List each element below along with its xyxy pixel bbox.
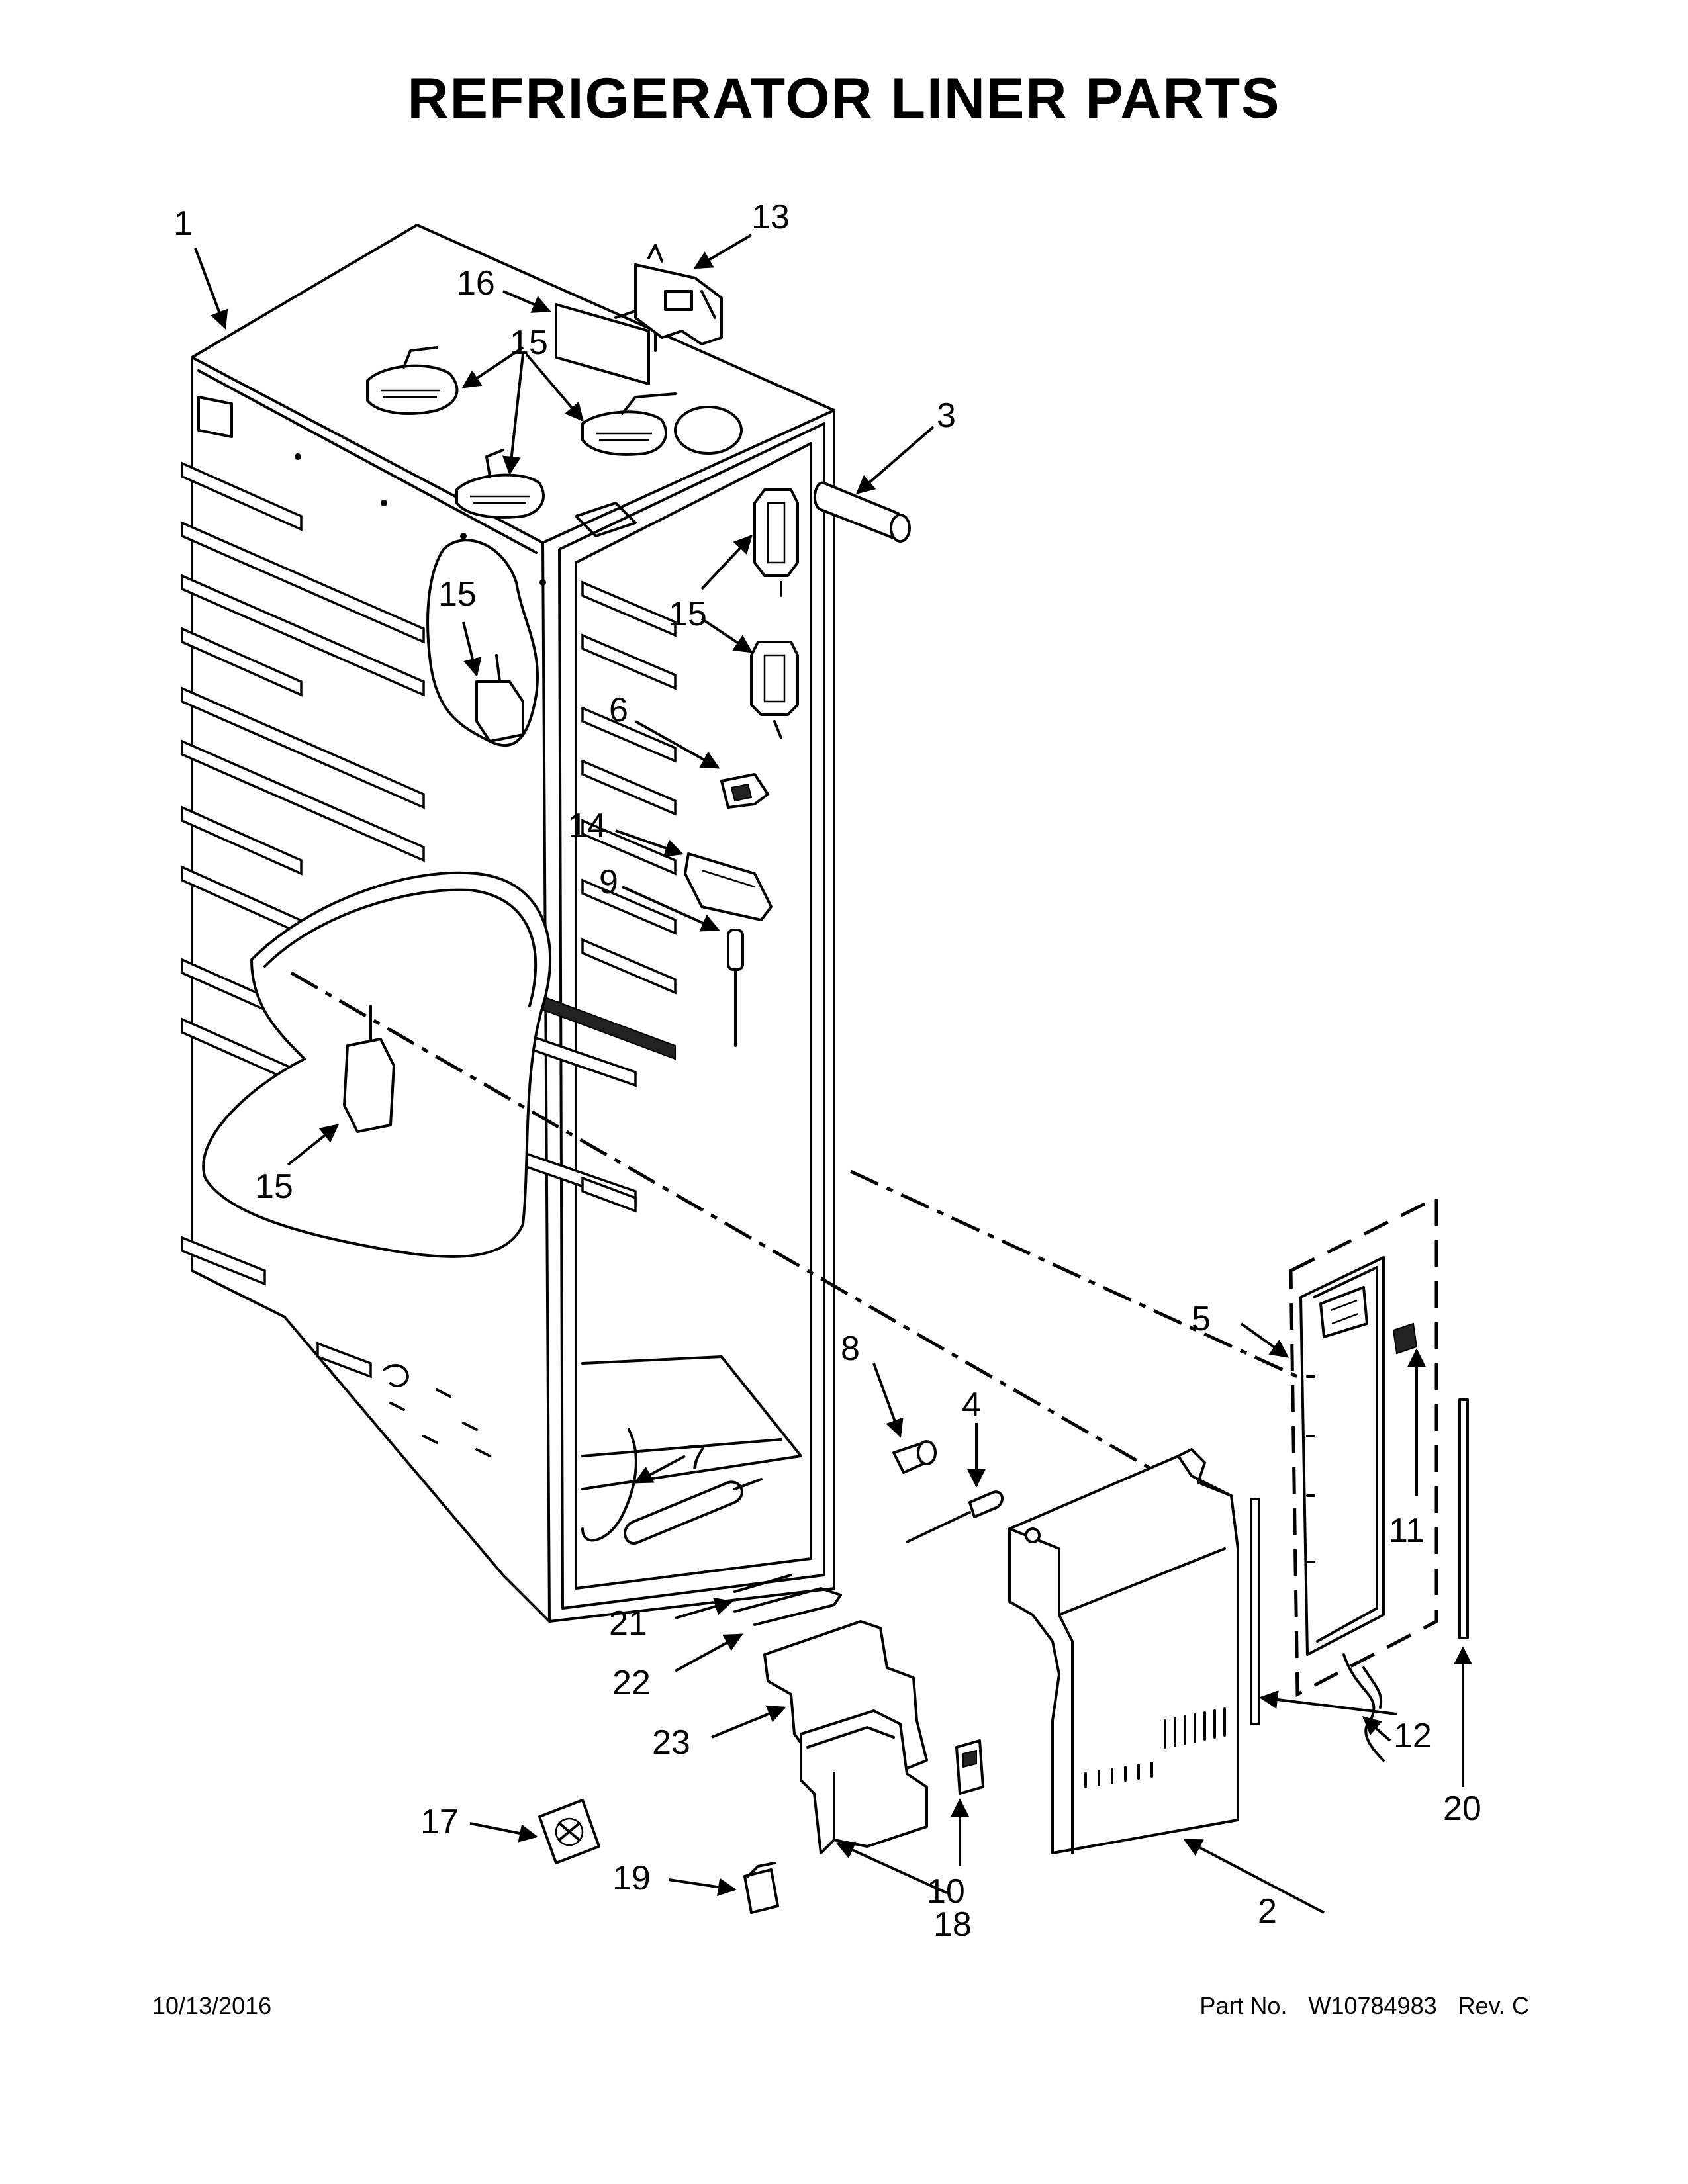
callout-10: 10 [927, 1872, 965, 1911]
part-4-thermistor [906, 1490, 1004, 1543]
part-5-control-housing [1289, 1195, 1438, 1698]
page-title: REFRIGERATOR LINER PARTS [407, 67, 1281, 130]
callout-11: 11 [1389, 1512, 1425, 1550]
callout-4: 4 [962, 1386, 981, 1424]
part-15-light-cutaway-upper [475, 654, 524, 743]
callout-17: 17 [420, 1803, 459, 1841]
footer-part-info: Part No. W10784983 Rev. C [1185, 1992, 1529, 2020]
liner-shelf-rails [181, 461, 425, 1379]
callout-20: 20 [1443, 1790, 1481, 1828]
part-number: W10784983 [1308, 1992, 1437, 2019]
part-15-light-cutaway-lower [343, 1005, 395, 1133]
callout-5: 5 [1192, 1300, 1211, 1338]
callout-15-cutaway-upper: 15 [438, 575, 477, 614]
part-9-thermistor [727, 929, 744, 1047]
assembly-line-control [849, 1169, 1299, 1379]
callout-7: 7 [687, 1439, 706, 1477]
callout-1: 1 [173, 205, 193, 243]
leader-lines [194, 234, 1472, 1914]
part-15-light-top-left [366, 346, 459, 415]
revision: Rev. C [1458, 1992, 1529, 2019]
part-17-fan [538, 1799, 600, 1864]
callout-6: 6 [609, 691, 628, 729]
part-1-liner [181, 224, 835, 1623]
part-19-block [743, 1862, 779, 1914]
part-20-strip [1458, 1398, 1469, 1639]
footer-date: 10/13/2016 [152, 1992, 272, 2019]
part-8-plug [892, 1440, 937, 1474]
callout-14: 14 [568, 807, 606, 845]
callout-15-side: 15 [669, 595, 707, 633]
callout-13: 13 [751, 198, 790, 236]
part-22-seal [733, 1587, 842, 1626]
callout-9: 9 [599, 863, 618, 901]
callout-19: 19 [612, 1859, 651, 1897]
callout-12: 12 [1393, 1717, 1432, 1755]
part-15-light-side-upper [753, 488, 799, 597]
part-12-harness [1250, 1498, 1385, 1762]
part-13-bracket [634, 244, 723, 345]
part-15-light-top-center [455, 449, 545, 519]
part-18-fan-cover [800, 1709, 928, 1854]
part-14-housing [684, 852, 773, 921]
callout-15-cutaway-lower: 15 [255, 1167, 293, 1206]
part-10-clip [955, 1739, 984, 1795]
part-15-light-side-lower [750, 641, 799, 739]
part-7-heater [581, 1428, 763, 1545]
part-3-filter [813, 481, 911, 543]
part-21-seal [733, 1574, 792, 1593]
part-6-clip [720, 773, 769, 809]
callout-22: 22 [612, 1664, 651, 1702]
callout-labels: 1 13 16 15 3 15 15 6 14 9 15 8 7 4 5 11 … [173, 198, 1481, 1944]
part-number-label: Part No. [1199, 1992, 1288, 2019]
callout-21: 21 [609, 1604, 647, 1643]
cover-vent-slots [1084, 1707, 1226, 1788]
callout-2: 2 [1258, 1892, 1277, 1931]
callout-23: 23 [652, 1723, 690, 1762]
callout-3: 3 [937, 396, 956, 435]
callout-8: 8 [841, 1330, 860, 1368]
callout-15-top: 15 [510, 324, 548, 362]
callout-16: 16 [457, 264, 495, 302]
part-15-light-top-right [581, 392, 677, 456]
part-11-board [1392, 1322, 1418, 1355]
callout-18: 18 [933, 1905, 972, 1944]
part-2-evaporator-cover [1008, 1448, 1239, 1854]
